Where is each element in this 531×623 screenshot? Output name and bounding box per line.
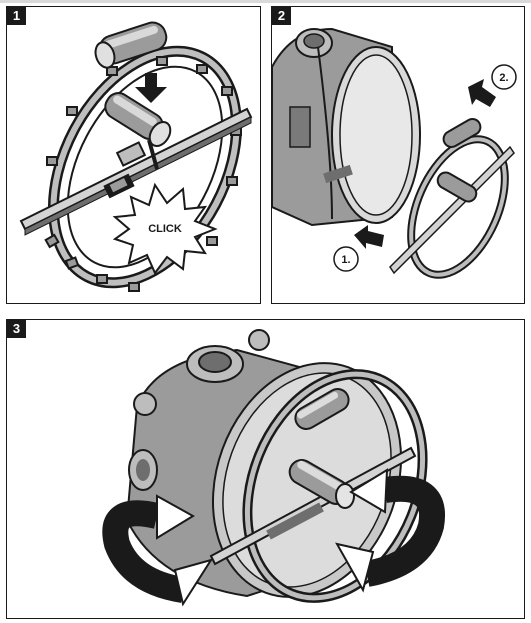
handle-floating [94,21,168,69]
step-number-1: 1 [7,7,26,25]
crossbar [19,107,253,236]
mounting-ring [44,45,243,292]
arrow-left-icon [354,225,384,249]
step-2-illustration: 1. 2. [272,27,517,279]
step-3-illustration [102,329,445,607]
handle [436,118,482,203]
arrow-down-icon [135,73,167,103]
order-label-2: 2. [491,64,517,90]
order-label-1: 1. [333,246,359,272]
click-label: CLICK [148,223,182,235]
plaster-guard [323,46,421,224]
handle-installed [104,92,172,170]
step-number-3: 3 [7,320,26,338]
step-panel-1: 1 [6,6,261,304]
handle-lower [288,459,355,509]
rotate-left-arrow-icon [102,494,214,607]
step-panel-3: 3 [6,319,525,619]
order-label-2-text: 2. [499,72,508,84]
step-1-illustration: CLICK [19,21,253,292]
top-rule [0,0,531,3]
click-starburst [112,182,218,275]
step-panel-2: 2 1. [271,6,525,304]
mounting-ring [209,369,428,603]
order-label-1-text: 1. [341,254,350,266]
handle-upper [294,388,350,430]
step-number-2: 2 [272,7,291,25]
arrow-up-left-icon [468,79,496,107]
mounting-ring [389,135,515,279]
rotate-right-arrow-icon [335,468,445,593]
